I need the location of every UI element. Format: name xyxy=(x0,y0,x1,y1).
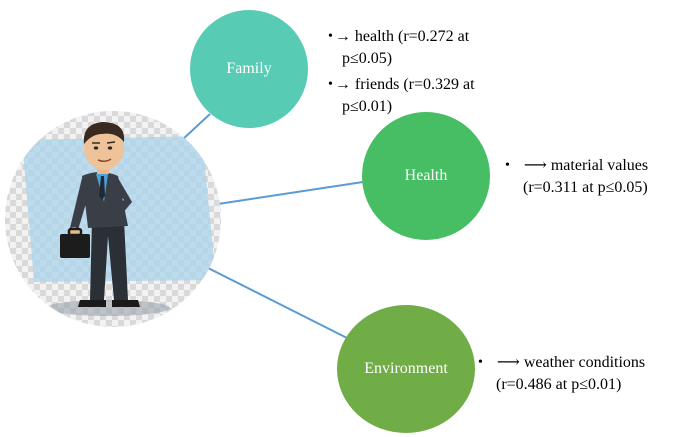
right-arrow-icon: → xyxy=(334,76,351,93)
bullet-icon: • xyxy=(505,158,510,173)
health-note-text: material values xyxy=(546,157,649,174)
bullet-icon: • xyxy=(478,355,483,370)
family-notes: • → health (r=0.272 at p≤0.05) • → frien… xyxy=(328,26,518,118)
environment-node: Environment xyxy=(337,305,475,433)
environment-note-text: weather conditions xyxy=(519,354,646,371)
health-node: Health xyxy=(362,112,490,240)
family-note-stat: p≤0.01) xyxy=(342,98,393,115)
right-arrow-icon: → xyxy=(334,28,351,45)
family-note-item: • → health (r=0.272 at p≤0.05) xyxy=(328,26,518,70)
businessman-clipart-icon xyxy=(5,111,221,327)
health-note-stat: (r=0.311 at p≤0.05) xyxy=(523,179,648,196)
family-note-stat: p≤0.05) xyxy=(342,50,393,67)
long-right-arrow-icon: ⟶ xyxy=(523,157,547,174)
environment-node-label: Environment xyxy=(364,360,448,377)
family-note-text: health (r=0.272 at xyxy=(350,28,470,45)
long-right-arrow-icon: ⟶ xyxy=(496,354,520,371)
family-node-label: Family xyxy=(226,60,272,77)
bullet-icon: • xyxy=(328,77,333,92)
bullet-icon: • xyxy=(328,29,333,44)
health-note: • ⟶ material values (r=0.311 at p≤0.05) xyxy=(505,155,675,199)
connector-health xyxy=(217,181,364,205)
person-image xyxy=(4,110,222,328)
connector-environment xyxy=(207,267,352,341)
family-note-item: • → friends (r=0.329 at p≤0.01) xyxy=(328,74,518,118)
family-node: Family xyxy=(190,10,308,128)
family-note-text: friends (r=0.329 at xyxy=(350,76,475,93)
connector-family xyxy=(181,113,211,141)
environment-note: • ⟶ weather conditions (r=0.486 at p≤0.0… xyxy=(478,352,675,396)
environment-note-stat: (r=0.486 at p≤0.01) xyxy=(496,376,622,393)
health-node-label: Health xyxy=(404,167,448,184)
